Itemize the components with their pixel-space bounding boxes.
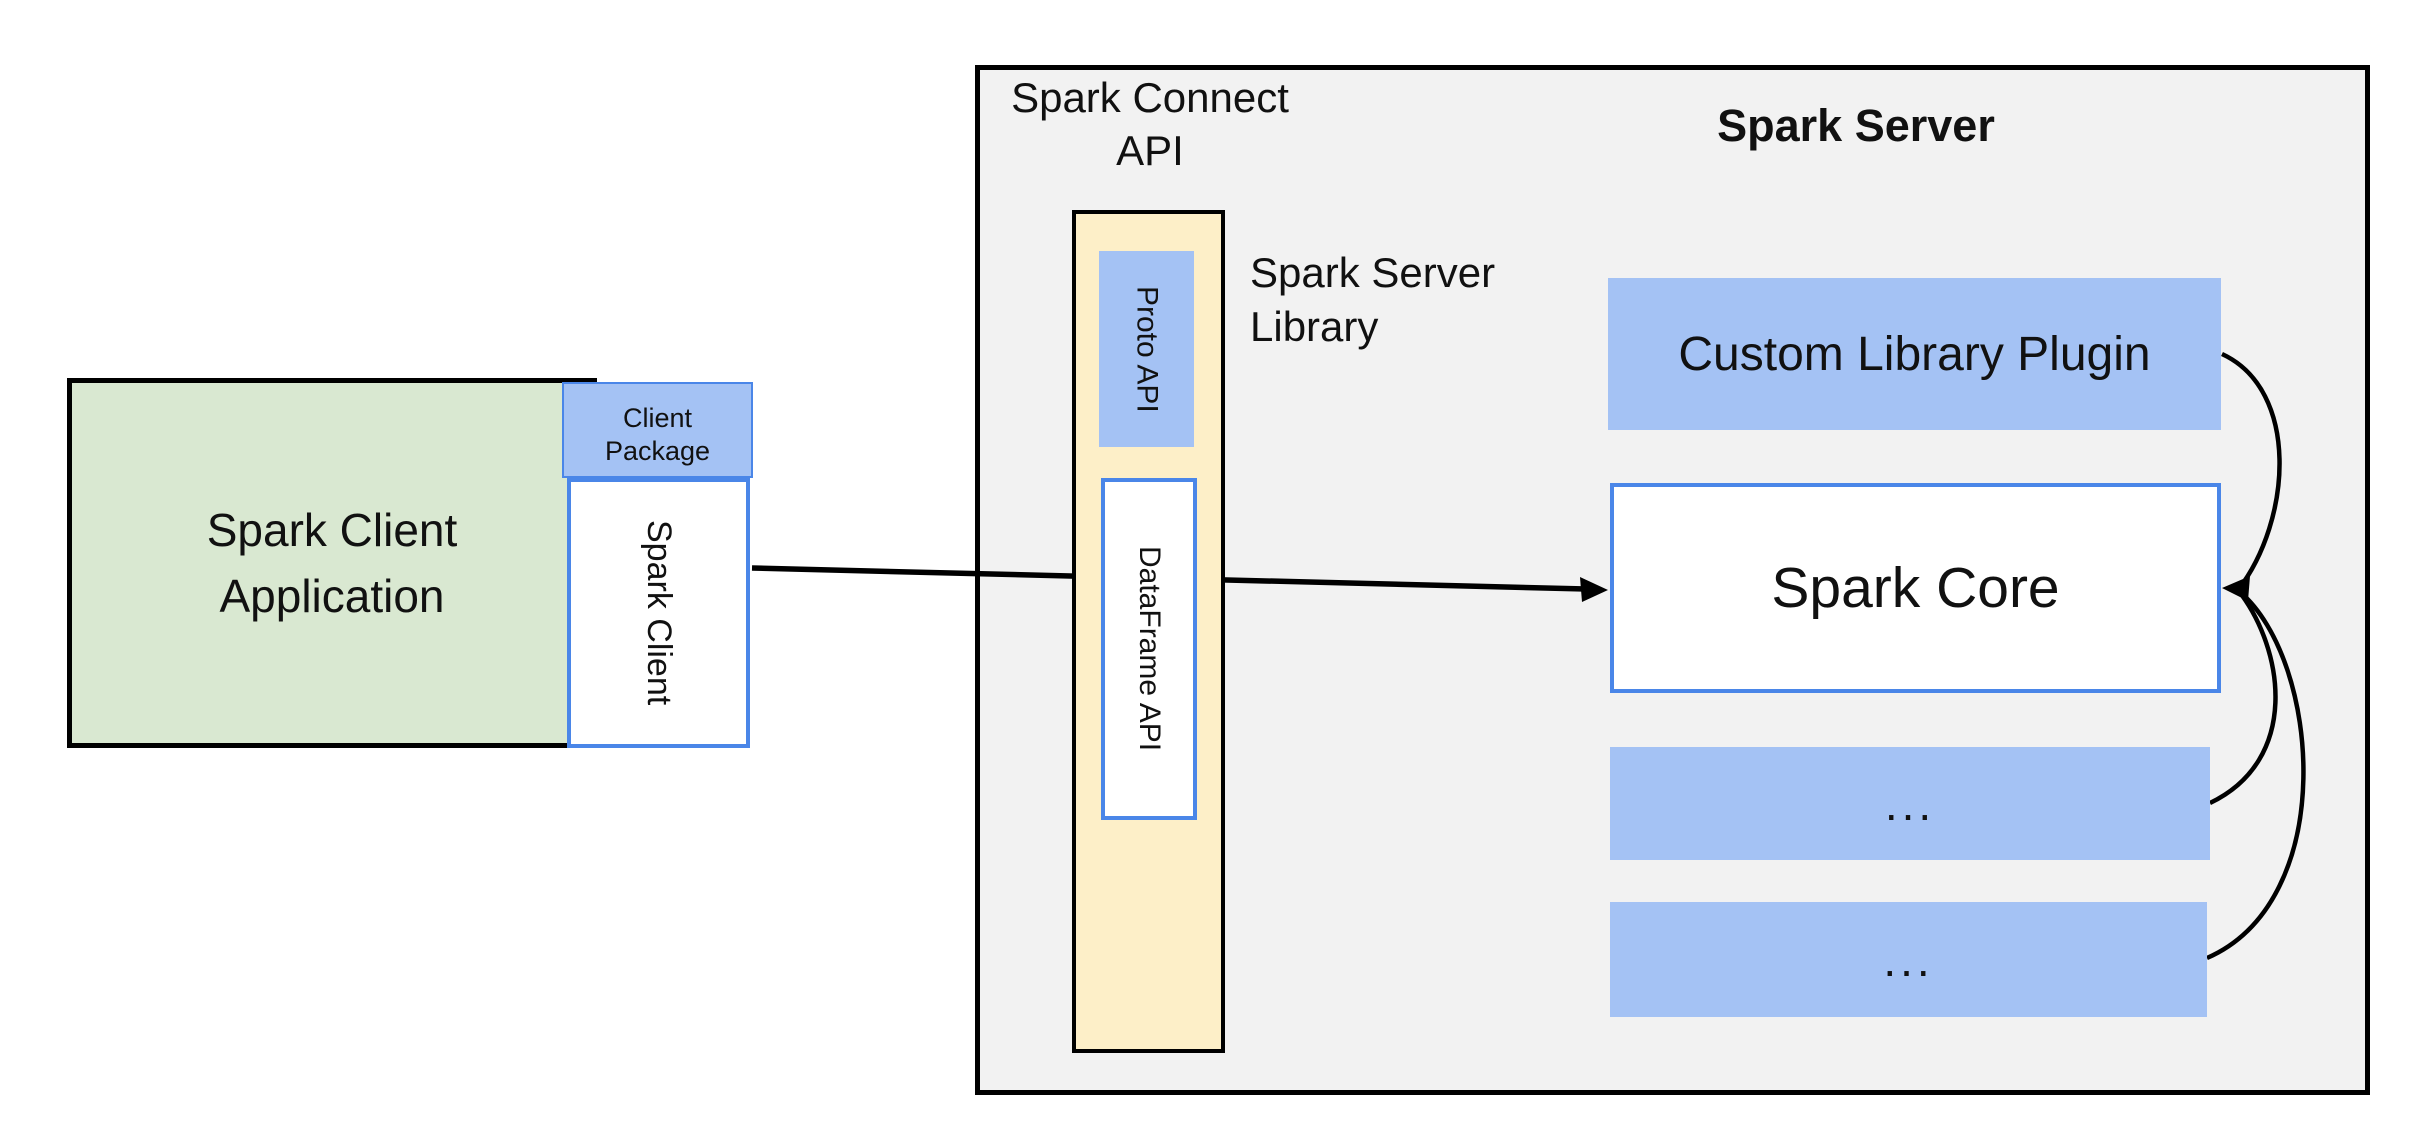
app-label-line-1: Spark Client	[206, 504, 458, 556]
custom-library-plugin-label: Custom Library Plugin	[1678, 327, 2151, 381]
custom-library-plugin-box: Custom Library Plugin	[1608, 278, 2221, 430]
spark-connect-api-line-2: API	[1116, 127, 1184, 174]
proto-api-label: Proto API	[1130, 285, 1164, 413]
ellipsis-box-1: ...	[1610, 747, 2210, 860]
ellipsis-box-2: ...	[1610, 902, 2207, 1017]
dataframe-api-box: DataFrame API	[1101, 478, 1197, 820]
client-package-label-line-1: Client	[622, 403, 692, 433]
spark-connect-api-line-1: Spark Connect	[1011, 74, 1289, 121]
spark-connect-api-label: Spark Connect API	[1000, 71, 1300, 177]
client-package-label-line-2: Package	[604, 436, 711, 466]
spark-core-label: Spark Core	[1771, 556, 2060, 620]
ellipsis-label-2: ...	[1883, 933, 1934, 986]
client-package-box: Client Package	[562, 382, 753, 478]
proto-api-box: Proto API	[1099, 251, 1194, 447]
spark-client-label: Spark Client	[640, 520, 678, 706]
spark-client-application-label: Spark Client Application	[67, 497, 597, 629]
app-label-line-2: Application	[219, 570, 445, 622]
spark-server-library-line-2: Library	[1250, 303, 1379, 350]
spark-core-box: Spark Core	[1610, 483, 2221, 693]
ellipsis-label-1: ...	[1884, 777, 1936, 830]
dataframe-api-label: DataFrame API	[1133, 546, 1166, 752]
spark-server-title: Spark Server	[1717, 100, 1995, 151]
spark-server-library-line-1: Spark Server	[1250, 249, 1496, 296]
spark-client-box: Spark Client	[567, 478, 750, 748]
spark-server-library-label: Spark Server Library	[1250, 246, 1570, 354]
